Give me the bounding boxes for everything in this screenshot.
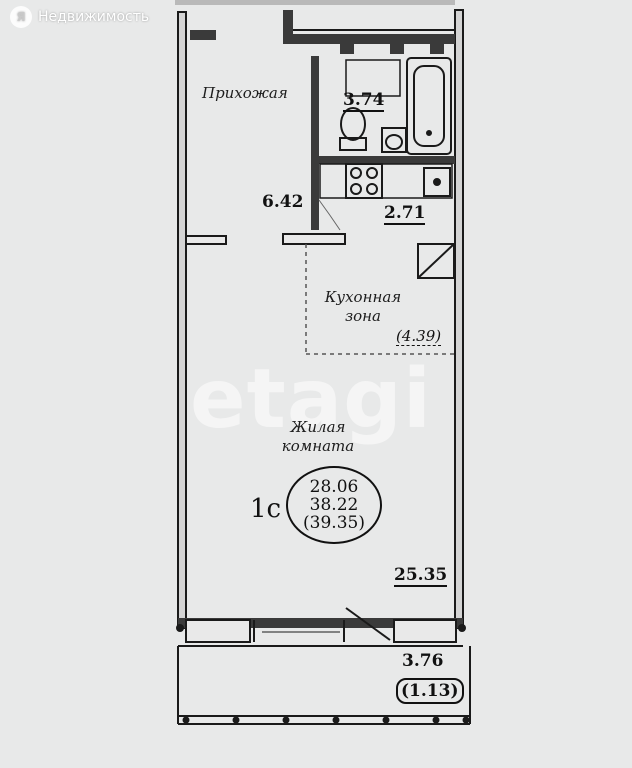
balcony-area-reduced: (1.13) <box>396 678 464 704</box>
kitchen-zone-label-line2: зона <box>344 307 382 325</box>
hallway-area: 6.42 <box>262 192 304 212</box>
kitchen-sink-icon <box>423 167 451 197</box>
area-summary-stamp: 28.06 38.22 (39.35) <box>286 466 382 544</box>
watermark-text: Недвижимость <box>38 9 150 25</box>
hallway-label: Прихожая <box>202 84 288 102</box>
kitchen-zone-label: Кухонная зона <box>318 288 408 326</box>
top-wall <box>190 10 455 54</box>
bottom-wall <box>176 607 466 643</box>
living-room-area: 25.35 <box>394 565 448 587</box>
realty-watermark: Я Недвижимость <box>10 6 149 28</box>
living-area-total: 28.06 <box>309 477 359 497</box>
stove-icon <box>345 163 383 199</box>
etagi-watermark: etagi <box>190 352 432 447</box>
door-arcs <box>318 199 341 231</box>
yandex-realty-logo-icon: Я <box>10 6 32 28</box>
apartment-type: 1с <box>250 494 282 524</box>
bathtub-icon <box>406 57 452 155</box>
kitchen-counter <box>319 163 453 199</box>
kitchen-zone-label-line1: Кухонная <box>324 288 402 306</box>
washer-icon <box>345 59 401 97</box>
balcony <box>177 645 471 725</box>
total-area: 38.22 <box>309 495 359 515</box>
balcony-area: 3.76 <box>402 651 444 671</box>
vent-shaft-icon <box>417 243 455 279</box>
total-with-balcony: (39.35) <box>303 513 365 533</box>
living-room-label-line1: Жилая <box>290 418 346 436</box>
living-room-label: Жилая комната <box>272 418 364 456</box>
kitchen-zone-area: (4.39) <box>396 327 442 346</box>
toilet-icon <box>339 107 367 151</box>
sink-icon <box>381 127 407 153</box>
bathroom-walls <box>185 56 455 245</box>
kitchen-zone-boundary <box>305 244 455 355</box>
kitchen-area: 2.71 <box>384 203 426 225</box>
living-room-label-line2: комната <box>281 437 355 455</box>
bathroom-area: 3.74 <box>343 90 385 112</box>
